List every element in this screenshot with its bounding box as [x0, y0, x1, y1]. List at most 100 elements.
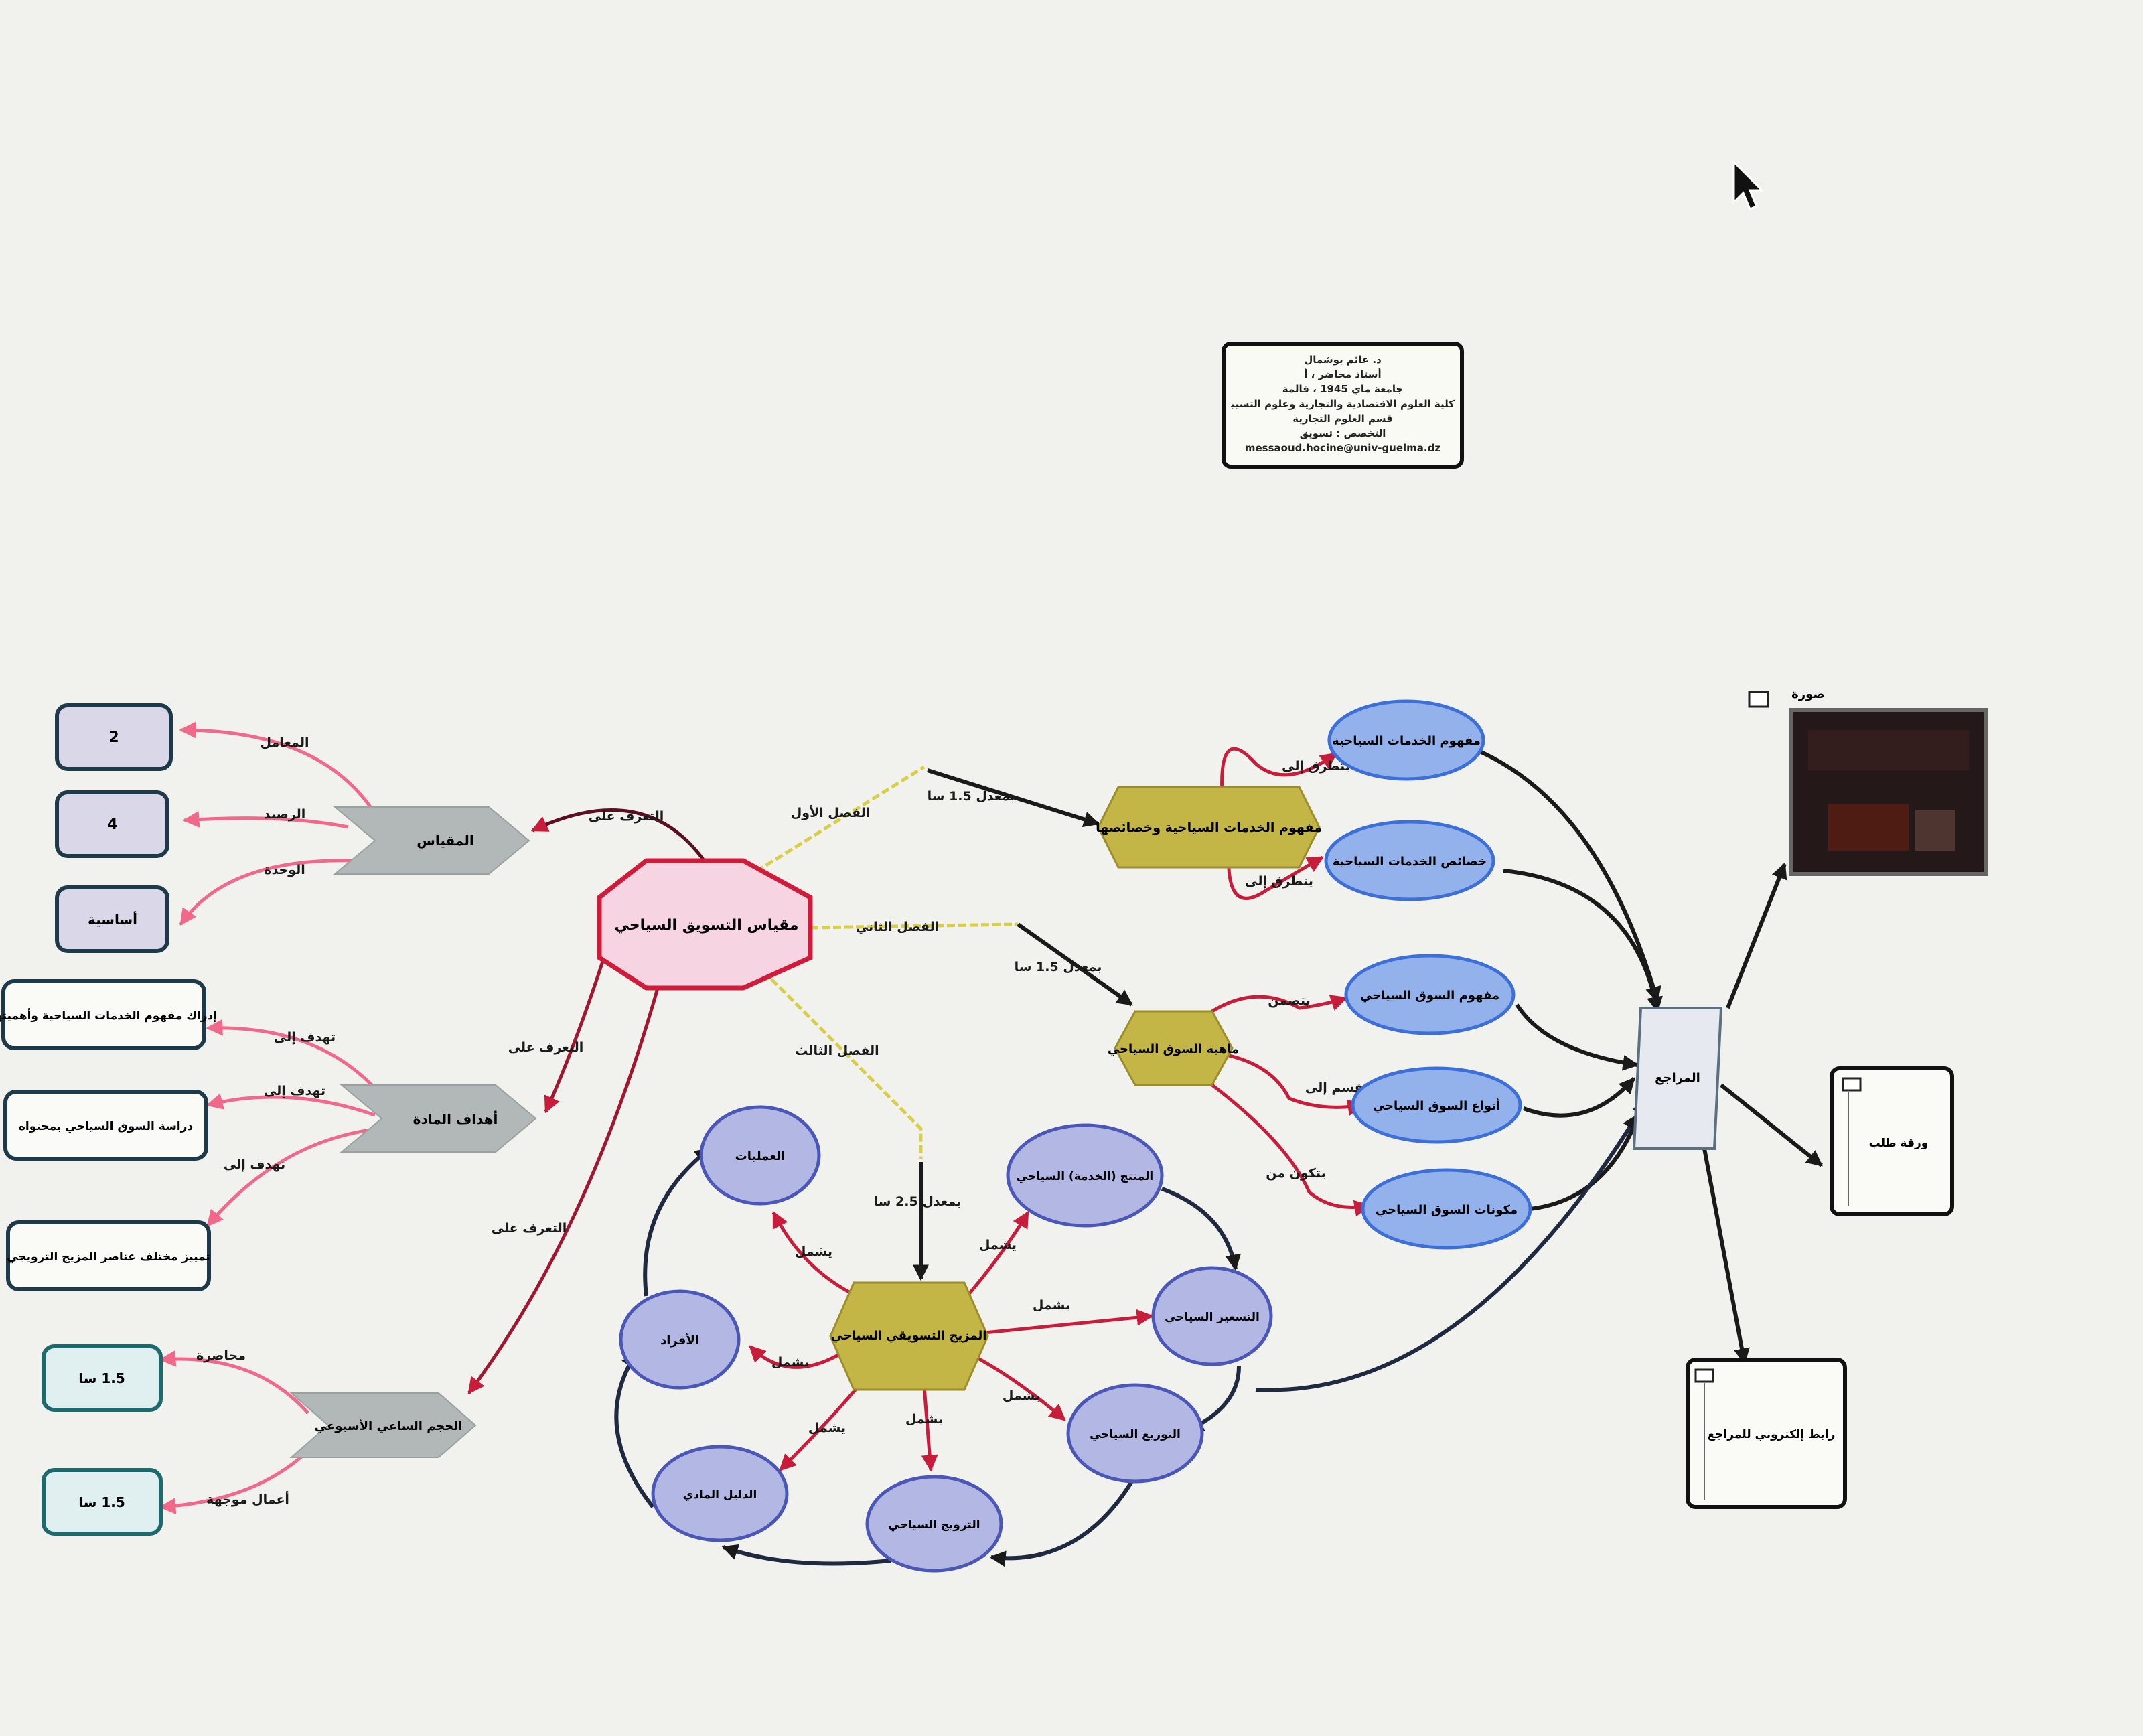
ch3-child-product[interactable]: المنتج (الخدمة) السياحي	[1006, 1123, 1164, 1228]
center-node[interactable]: مقياس التسويق السياحي	[597, 858, 813, 991]
edge-ring-5	[614, 1351, 655, 1508]
label-ch3-edge2: يشمل	[979, 1238, 1017, 1252]
edge-center-ch2	[810, 922, 1019, 930]
label-ch2-edge1: يتضمن	[1268, 993, 1310, 1008]
edge-labels: التعرف على التعرف على التعرف على المعامل…	[196, 735, 1374, 1507]
ch2-node[interactable]: ماهية السوق السياحي	[1108, 1010, 1239, 1086]
edge-ch3-child5	[921, 1386, 938, 1472]
goal-box-3[interactable]: تمييز مختلف عناصر المزيج الترويجي	[6, 1220, 211, 1291]
hours-node-label: الحجم الساعي الأسبوعي	[315, 1419, 462, 1433]
label-ch3-edge5: يشمل	[905, 1412, 943, 1427]
label-ch1-edge1: يتطرق إلى	[1282, 759, 1350, 774]
label-credit: الرصيد	[264, 807, 306, 822]
info-line-7: messaoud.hocine@univ-guelma.dz	[1244, 442, 1441, 454]
edge-center-hours	[467, 981, 662, 1395]
edge-ref-paper	[1720, 1083, 1823, 1167]
ch1-node-label: مفهوم الخدمات السياحية وخصائصها	[1096, 820, 1322, 835]
references-node-label: المراجع	[1655, 1071, 1700, 1085]
edge-ch3-child2	[963, 1210, 1030, 1301]
label-ch2-edge3: يتكون من	[1266, 1166, 1326, 1181]
edge-center-ch1	[745, 765, 926, 879]
edge-ch2-child1	[1201, 995, 1348, 1020]
ch3-child-product-label: المنتج (الخدمة) السياحي	[1017, 1170, 1154, 1183]
label-goal-2: تهدف إلى	[264, 1084, 325, 1098]
info-line-4: كلية العلوم الاقتصادية والتجارية وعلوم ا…	[1231, 398, 1455, 410]
edge-ref-1	[1475, 748, 1661, 1003]
ch2-child-3-label: مكونات السوق السياحي	[1376, 1203, 1518, 1217]
ch3-child-distribution[interactable]: التوزيع السياحي	[1066, 1383, 1204, 1484]
ch3-child-pricing[interactable]: التسعير السياحي	[1151, 1266, 1273, 1366]
ch3-node-label: المزيج التسويقي السياحي	[831, 1329, 987, 1343]
label-ch3-edge3: يشمل	[1033, 1298, 1070, 1313]
ch1-node[interactable]: مفهوم الخدمات السياحية وخصائصها	[1096, 786, 1322, 869]
label-ch3-edge6: يشمل	[808, 1421, 846, 1435]
label-center-goals: التعرف على	[508, 1040, 584, 1055]
goal-box-1[interactable]: إدراك مفهوم الخدمات السياحية وأهميتها	[0, 979, 217, 1050]
ch2-child-2-label: أنواع السوق السياحي	[1373, 1098, 1500, 1113]
link-resource-label: رابط إلكتروني للمراجع	[1708, 1428, 1836, 1441]
edge-ch3-child7	[749, 1345, 848, 1369]
image-resource[interactable]: صورة	[1748, 687, 1988, 876]
label-ch2-rate: بمعدل 1.5 سا	[1015, 960, 1102, 974]
ch3-node[interactable]: المزيج التسويقي السياحي	[829, 1281, 989, 1391]
ch3-child-promotion[interactable]: الترويج السياحي	[865, 1475, 1003, 1573]
label-ch1-edge2: يتطرق إلى	[1245, 874, 1313, 889]
edge-ch2-node	[1017, 922, 1133, 1007]
goals-node-label: أهداف المادة	[413, 1110, 498, 1127]
mouse-pointer-icon	[1732, 159, 1763, 210]
goal-text-2: دراسة السوق السياحي بمحتواه	[19, 1120, 194, 1133]
label-goal-1: تهدف إلى	[274, 1030, 336, 1045]
tutorial-box[interactable]: 1.5 سا	[42, 1468, 163, 1536]
goal-box-2[interactable]: دراسة السوق السياحي بمحتواه	[3, 1090, 208, 1161]
edge-ref-6	[1255, 1113, 1639, 1392]
coefficient-box[interactable]: 2	[55, 703, 173, 771]
label-ch3-rate: بمعدل 2.5 سا	[874, 1194, 962, 1209]
info-line-6: التخصص : تسويق	[1299, 427, 1386, 439]
ch2-child-2[interactable]: أنواع السوق السياحي	[1351, 1066, 1522, 1144]
label-unit: الوحدة	[264, 863, 305, 877]
label-coefficient: المعامل	[261, 735, 309, 750]
ch2-child-3[interactable]: مكونات السوق السياحي	[1361, 1168, 1532, 1250]
edge-ring-4	[721, 1544, 891, 1566]
references-node[interactable]: المراجع	[1632, 1007, 1723, 1150]
edge-ring-6	[643, 1147, 711, 1297]
ch3-child-people[interactable]: الأفراد	[619, 1289, 741, 1390]
ch1-child-2[interactable]: خصائص الخدمات السياحية	[1324, 820, 1495, 901]
lecture-box[interactable]: 1.5 سا	[42, 1344, 163, 1412]
paper-resource-icon	[1842, 1077, 1862, 1092]
edge-metrics-coefficient	[179, 721, 377, 815]
edge-center-ch3	[762, 970, 923, 1159]
ch3-child-physical-label: الدليل المادي	[683, 1488, 757, 1502]
center-node-label: مقياس التسويق السياحي	[615, 917, 799, 934]
label-center-hours: التعرف على	[492, 1221, 567, 1236]
label-lecture: محاضرة	[196, 1348, 246, 1363]
unit-value: أساسية	[88, 910, 137, 928]
info-line-2: أستاذ محاضر ، أ	[1304, 368, 1382, 380]
credit-box[interactable]: 4	[55, 790, 169, 858]
goals-node[interactable]: أهداف المادة	[340, 1084, 537, 1153]
edge-metrics-unit	[179, 859, 356, 926]
link-resource-icon	[1694, 1368, 1714, 1383]
edge-ch2-child2	[1205, 1050, 1365, 1116]
label-ch3-edge7: يشمل	[771, 1355, 809, 1370]
paper-resource[interactable]: ورقة طلب	[1830, 1066, 1954, 1216]
metrics-node-label: المقياس	[417, 833, 473, 849]
ch3-child-operations[interactable]: العمليات	[699, 1105, 821, 1206]
unit-box[interactable]: أساسية	[55, 885, 169, 953]
edge-hours-lecture	[159, 1350, 309, 1415]
ch3-child-operations-label: العمليات	[735, 1149, 786, 1163]
goal-text-1: إدراك مفهوم الخدمات السياحية وأهميتها	[0, 1008, 217, 1023]
edge-ch3-child4	[973, 1354, 1066, 1421]
link-resource[interactable]: رابط إلكتروني للمراجع	[1686, 1358, 1847, 1509]
label-ch3-edge4: يشمل	[1003, 1388, 1040, 1403]
ch3-child-physical[interactable]: الدليل المادي	[651, 1445, 789, 1542]
ch2-child-1[interactable]: مفهوم السوق السياحي	[1344, 954, 1516, 1035]
ch2-child-1-label: مفهوم السوق السياحي	[1360, 989, 1499, 1003]
paper-resource-label: ورقة طلب	[1869, 1137, 1929, 1150]
edge-ch2-child3	[1197, 1073, 1372, 1217]
hours-node[interactable]: الحجم الساعي الأسبوعي	[289, 1392, 477, 1458]
metrics-node[interactable]: المقياس	[333, 806, 530, 875]
edge-ref-4	[1522, 1077, 1636, 1118]
ch1-child-1[interactable]: مفهوم الخدمات السياحية	[1327, 699, 1485, 781]
edge-goals-1	[206, 1019, 376, 1090]
